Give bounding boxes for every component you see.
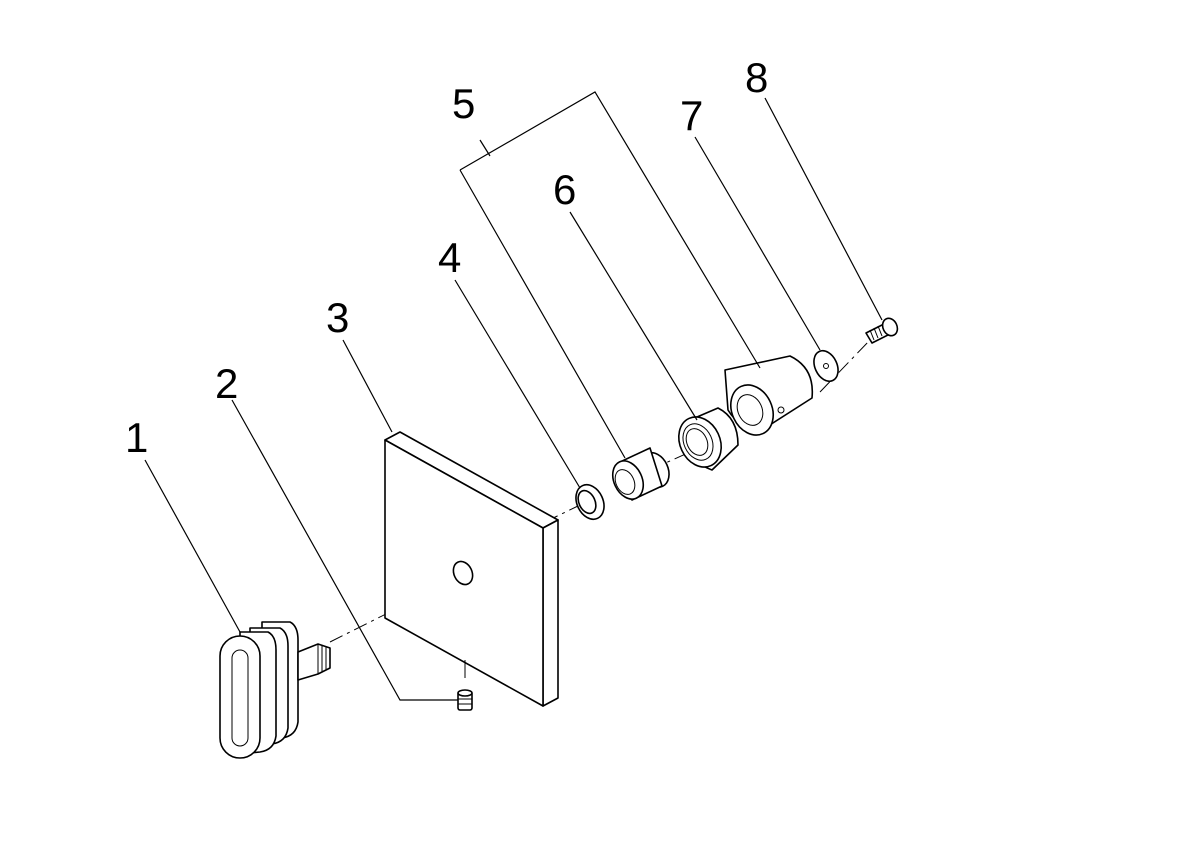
callout-1: 1: [125, 414, 148, 461]
washer: [813, 349, 839, 383]
cover-plate: [384, 431, 559, 707]
callout-8: 8: [745, 54, 768, 101]
leader-2: [231, 399, 458, 701]
leader-5-bracket: [459, 91, 761, 459]
leader-8: [764, 97, 883, 321]
callout-4: 4: [438, 234, 461, 281]
assembly-axis: [329, 339, 871, 643]
cartridge-assembly: [611, 355, 814, 501]
leader-3: [342, 339, 393, 433]
callout-6: 6: [553, 166, 576, 213]
callout-2: 2: [215, 360, 238, 407]
callout-5: 5: [452, 80, 475, 127]
callout-7: 7: [680, 92, 703, 139]
leader-4: [454, 279, 581, 489]
handle-lever: [219, 621, 331, 759]
threaded-nut: [678, 407, 739, 471]
retaining-ring: [575, 483, 605, 521]
leader-7: [694, 136, 821, 351]
set-screw: [457, 689, 473, 711]
leader-1: [144, 459, 241, 633]
leader-5-stem: [479, 139, 491, 157]
callout-3: 3: [326, 294, 349, 341]
leader-6: [569, 211, 698, 421]
screw: [865, 317, 899, 344]
